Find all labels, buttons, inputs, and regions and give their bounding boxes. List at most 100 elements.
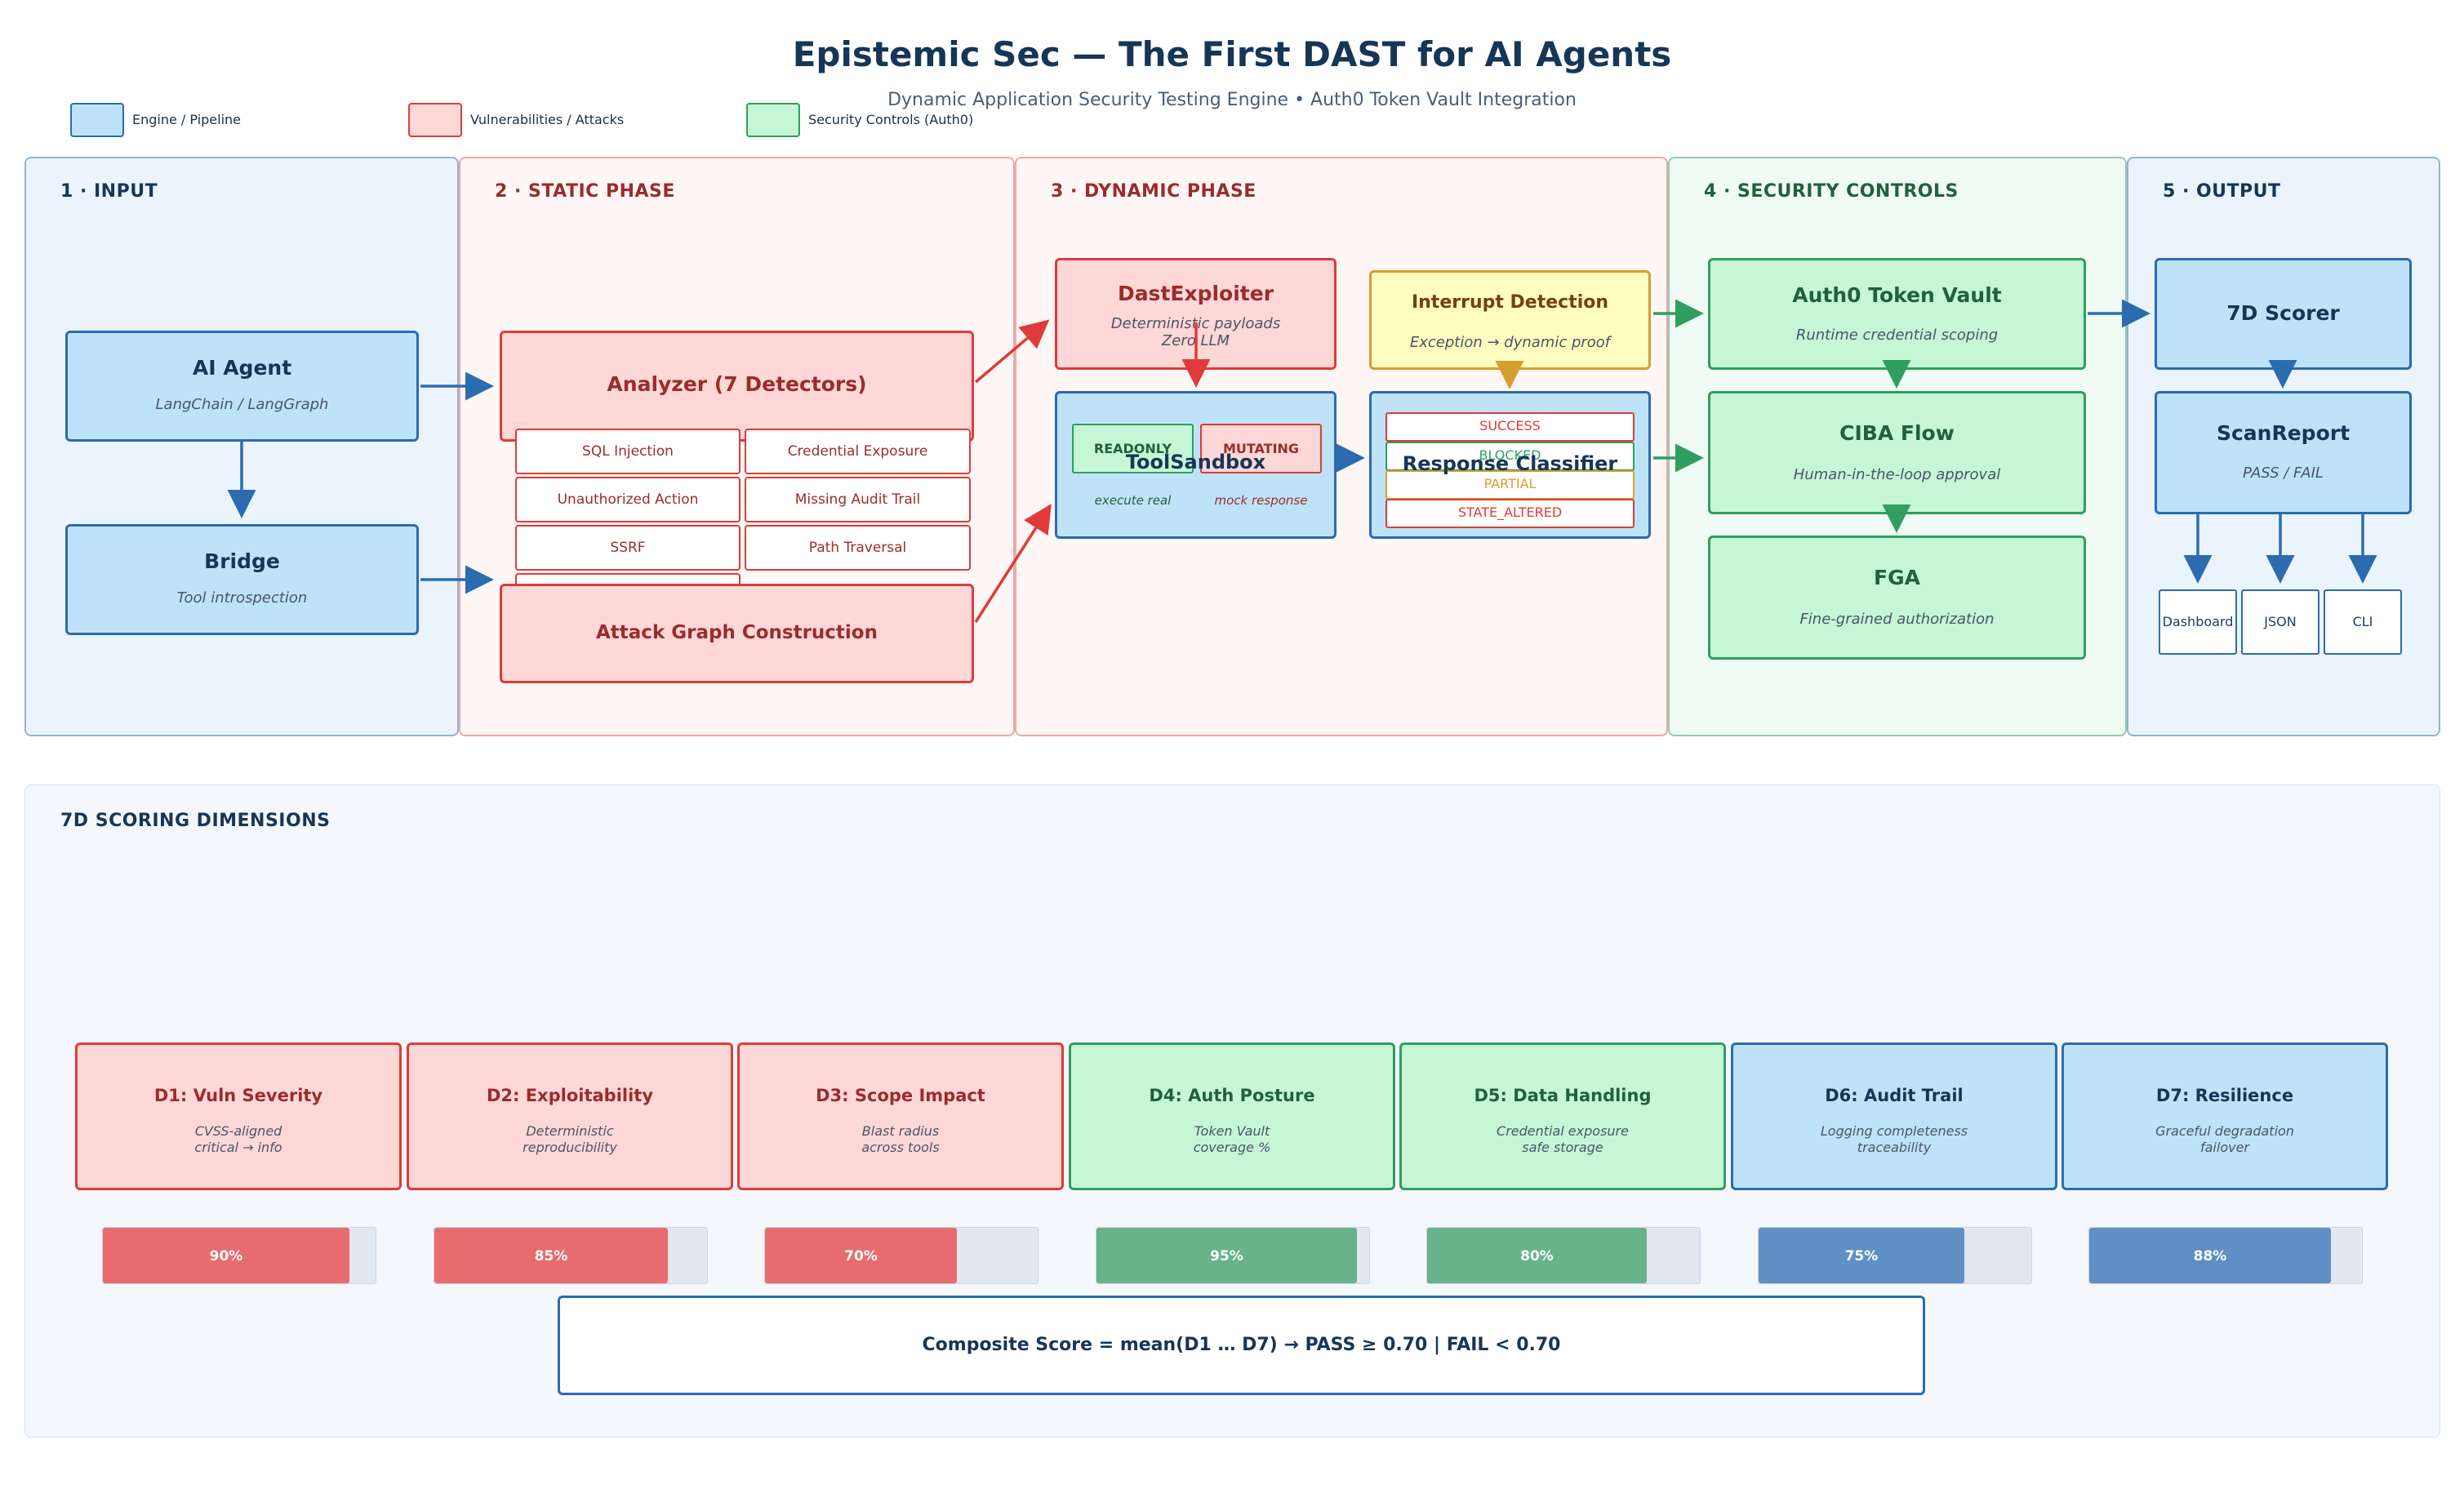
sandbox-mutating-tag: MUTATING bbox=[1200, 424, 1322, 473]
output-json: JSON bbox=[2241, 589, 2319, 655]
detector-sql-injection: SQL Injection bbox=[515, 429, 741, 474]
fga-box: FGA Fine-grained authorization bbox=[1708, 536, 2086, 660]
score-bar-track-d3: 70% bbox=[764, 1227, 1039, 1284]
dimension-description-line1: Credential exposure bbox=[1497, 1123, 1629, 1139]
detector-missing-audit-trail: Missing Audit Trail bbox=[745, 477, 971, 522]
dast-exploiter-sub-line2: Zero LLM bbox=[1161, 332, 1230, 349]
dimension-title: D3: Scope Impact bbox=[816, 1086, 985, 1105]
token-vault-subtitle: Runtime credential scoping bbox=[1795, 327, 1999, 344]
bridge-subtitle: Tool introspection bbox=[176, 589, 308, 607]
score-bar-fill-d5: 80% bbox=[1427, 1228, 1647, 1283]
dimension-description-line1: Token Vault bbox=[1194, 1123, 1270, 1139]
token-vault-title: Auth0 Token Vault bbox=[1792, 283, 2002, 307]
dimension-description-line1: Graceful degradation bbox=[2155, 1123, 2294, 1139]
page-title: Epistemic Sec — The First DAST for AI Ag… bbox=[792, 34, 1672, 74]
detector-path-traversal: Path Traversal bbox=[745, 525, 971, 571]
score-bar-track-d7: 88% bbox=[2088, 1227, 2363, 1284]
dimension-description-line2: failover bbox=[2199, 1140, 2249, 1155]
score-bar-track-d2: 85% bbox=[434, 1227, 708, 1284]
classifier-tag-state-altered: STATE_ALTERED bbox=[1385, 499, 1635, 528]
ai-agent-box: AI Agent LangChain / LangGraph bbox=[65, 331, 419, 442]
panel-dynamic-title: 3 · DYNAMIC PHASE bbox=[1051, 181, 1256, 202]
scan-report-subtitle: PASS / FAIL bbox=[2243, 465, 2324, 482]
detector-credential-exposure: Credential Exposure bbox=[745, 429, 971, 474]
dimension-description-line2: safe storage bbox=[1522, 1140, 1603, 1155]
classifier-tag-success: SUCCESS bbox=[1385, 412, 1635, 442]
ciba-flow-box: CIBA Flow Human-in-the-loop approval bbox=[1708, 391, 2086, 514]
dimension-description-line1: Deterministic bbox=[526, 1123, 614, 1139]
dimension-title: D2: Exploitability bbox=[486, 1086, 654, 1105]
panel-input bbox=[24, 157, 459, 736]
dimension-description-line1: CVSS-aligned bbox=[194, 1123, 282, 1139]
score-bar-fill-d7: 88% bbox=[2089, 1228, 2331, 1283]
dimension-title: D1: Vuln Severity bbox=[153, 1086, 323, 1105]
classifier-tag-blocked: BLOCKED bbox=[1385, 442, 1635, 471]
legend-swatch-engine bbox=[70, 103, 124, 137]
scorer-box: 7D Scorer bbox=[2155, 258, 2412, 370]
output-cli: CLI bbox=[2324, 589, 2402, 655]
panel-security-title: 4 · SECURITY CONTROLS bbox=[1704, 181, 1959, 202]
scan-report-box: ScanReport PASS / FAIL bbox=[2155, 391, 2412, 514]
interrupt-detection-title: Interrupt Detection bbox=[1411, 292, 1609, 313]
analyzer-title: Analyzer (7 Detectors) bbox=[607, 372, 867, 396]
panel-static-title: 2 · STATIC PHASE bbox=[495, 181, 675, 202]
tool-sandbox-title: ToolSandbox bbox=[1125, 451, 1266, 473]
dimension-description-line2: coverage % bbox=[1193, 1140, 1271, 1155]
score-bar-fill-d2: 85% bbox=[434, 1228, 668, 1283]
dast-exploiter-subtitle: Deterministic payloads Zero LLM bbox=[1057, 315, 1334, 349]
legend-label-security: Security Controls (Auth0) bbox=[808, 112, 974, 127]
interrupt-detection-box: Interrupt Detection Exception → dynamic … bbox=[1369, 270, 1651, 370]
composite-score-formula: Composite Score = mean(D1 … D7) → PASS ≥… bbox=[558, 1296, 1925, 1395]
dimension-title: D5: Data Handling bbox=[1474, 1086, 1652, 1105]
bridge-box: Bridge Tool introspection bbox=[65, 524, 419, 635]
legend-label-vulnerabilities: Vulnerabilities / Attacks bbox=[470, 112, 625, 127]
legend-swatch-security bbox=[746, 103, 800, 137]
scorer-title: 7D Scorer bbox=[2226, 301, 2340, 325]
fga-title: FGA bbox=[1874, 566, 1920, 589]
dast-exploiter-box: DastExploiter Deterministic payloads Zer… bbox=[1055, 258, 1337, 370]
dast-exploiter-title: DastExploiter bbox=[1117, 282, 1274, 305]
dimension-title: D7: Resilience bbox=[2155, 1086, 2294, 1105]
ciba-flow-title: CIBA Flow bbox=[1839, 421, 1955, 445]
dast-exploiter-sub-line1: Deterministic payloads bbox=[1110, 315, 1281, 332]
token-vault-box: Auth0 Token Vault Runtime credential sco… bbox=[1708, 258, 2086, 370]
dimension-description-line1: Logging completeness bbox=[1820, 1123, 1968, 1139]
detector-unauthorized-action: Unauthorized Action bbox=[515, 477, 741, 522]
score-bar-fill-d3: 70% bbox=[765, 1228, 957, 1283]
panel-input-title: 1 · INPUT bbox=[60, 181, 158, 202]
ai-agent-subtitle: LangChain / LangGraph bbox=[155, 396, 329, 413]
fga-subtitle: Fine-grained authorization bbox=[1799, 611, 1995, 628]
attack-graph-title: Attack Graph Construction bbox=[596, 622, 878, 643]
dimension-title: D6: Audit Trail bbox=[1825, 1086, 1964, 1105]
dimension-description-line2: critical → info bbox=[194, 1140, 282, 1155]
legend-label-engine: Engine / Pipeline bbox=[132, 112, 242, 127]
score-bar-track-d6: 75% bbox=[1758, 1227, 2032, 1284]
analyzer-box: Analyzer (7 Detectors) bbox=[500, 331, 974, 442]
ai-agent-title: AI Agent bbox=[192, 356, 292, 380]
output-dashboard: Dashboard bbox=[2159, 589, 2237, 655]
sandbox-readonly-note: execute real bbox=[1094, 493, 1172, 508]
dimension-title: D4: Auth Posture bbox=[1149, 1086, 1315, 1105]
detector-ssrf: SSRF bbox=[515, 525, 741, 571]
ciba-flow-subtitle: Human-in-the-loop approval bbox=[1793, 466, 2001, 483]
score-bar-track-d5: 80% bbox=[1426, 1227, 1701, 1284]
interrupt-detection-subtitle: Exception → dynamic proof bbox=[1409, 334, 1611, 351]
legend-swatch-vulnerabilities bbox=[408, 103, 462, 137]
response-classifier-title: Response Classifier bbox=[1402, 452, 1618, 475]
score-bar-track-d4: 95% bbox=[1096, 1227, 1370, 1284]
score-bar-fill-d6: 75% bbox=[1759, 1228, 1964, 1283]
score-bar-track-d1: 90% bbox=[102, 1227, 376, 1284]
scan-report-title: ScanReport bbox=[2216, 421, 2351, 445]
dimension-description-line2: reproducibility bbox=[523, 1140, 617, 1155]
dimension-description-line2: traceability bbox=[1857, 1140, 1932, 1155]
scoring-title: 7D SCORING DIMENSIONS bbox=[60, 811, 331, 831]
dimension-description-line2: across tools bbox=[861, 1140, 940, 1155]
panel-output-title: 5 · OUTPUT bbox=[2163, 181, 2281, 202]
